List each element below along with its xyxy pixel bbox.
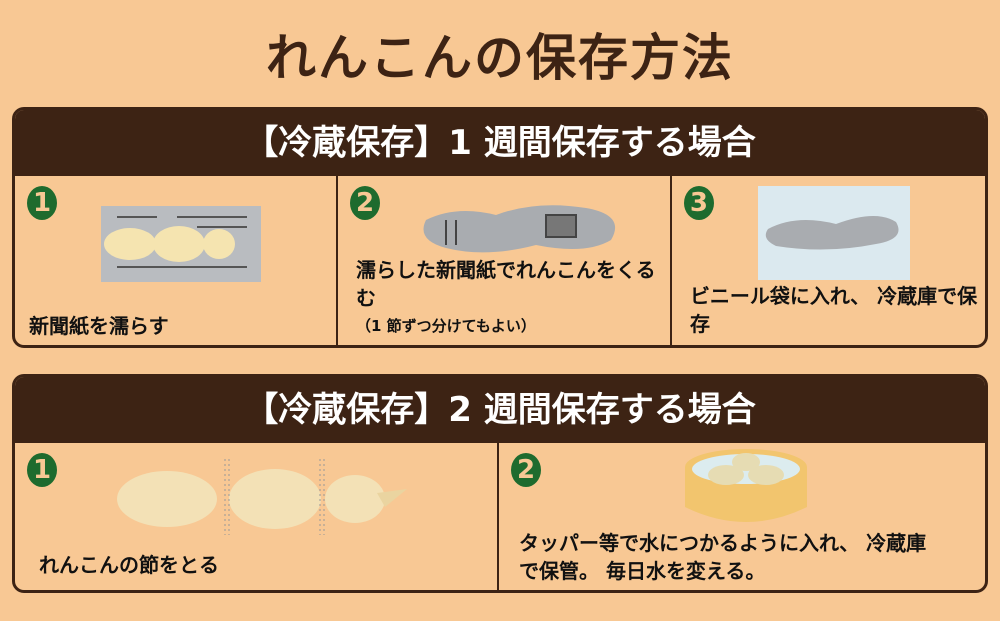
step-text: タッパー等で水につかるように入れ、 冷蔵庫で保管。 毎日水を変える。 bbox=[519, 531, 927, 583]
step-1: 1 れんこんの節をとる bbox=[15, 443, 497, 590]
wet-newspaper-illustration bbox=[101, 206, 261, 282]
step-2: 2 濡らした新聞紙でれんこんをくるむ （1 節ずつ分けてもよい） bbox=[336, 176, 670, 345]
step-note: （1 節ずつ分けてもよい） bbox=[356, 317, 536, 335]
step-number: 2 bbox=[511, 453, 542, 487]
step-2: 2 タッパー等で水につかるように入れ、 冷蔵庫で保管。 毎日水を変える。 bbox=[497, 443, 985, 590]
wrapped-lotus-root-illustration bbox=[423, 205, 616, 253]
step-text: れんこんの節をとる bbox=[39, 553, 219, 577]
step-text: 新聞紙を濡らす bbox=[29, 314, 169, 338]
section-one-week: 【冷蔵保存】1 週間保存する場合 1 新聞紙を濡らす 2 濡らした新聞紙でれんこ… bbox=[12, 107, 988, 348]
step-number: 1 bbox=[27, 453, 57, 487]
step-number: 2 bbox=[350, 186, 380, 220]
section-header: 【冷蔵保存】2 週間保存する場合 bbox=[15, 377, 985, 443]
step-3: 3 ビニール袋に入れ、 冷蔵庫で保存 bbox=[669, 176, 985, 345]
page-title: れんこんの保存方法 bbox=[266, 29, 734, 87]
step-1: 1 新聞紙を濡らす bbox=[15, 176, 336, 345]
plastic-bag-illustration bbox=[757, 186, 910, 280]
step-text: 濡らした新聞紙でれんこんをくるむ bbox=[356, 258, 656, 310]
section-two-weeks: 【冷蔵保存】2 週間保存する場合 1 れんこんの節をとる 2 タッパー等で水につ… bbox=[12, 374, 988, 593]
lotus-root-nodes-illustration bbox=[117, 459, 407, 535]
step-number: 3 bbox=[683, 186, 714, 220]
container-with-water-illustration bbox=[685, 449, 808, 522]
step-number: 1 bbox=[27, 186, 57, 220]
section-header: 【冷蔵保存】1 週間保存する場合 bbox=[15, 110, 985, 176]
step-text: ビニール袋に入れ、 冷蔵庫で保存 bbox=[689, 284, 978, 336]
